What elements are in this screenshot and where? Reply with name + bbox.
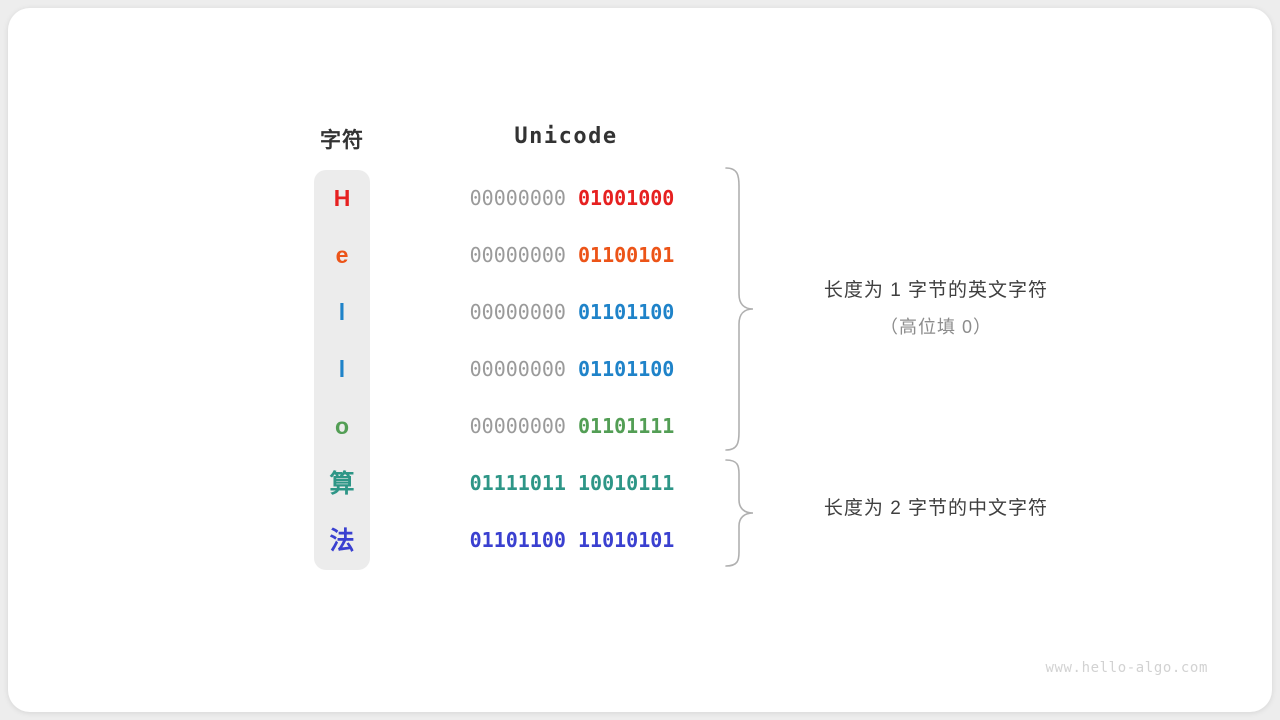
high-byte: 00000000 xyxy=(469,243,566,267)
figure-card: 字符 Unicode H 00000000 01001000 e 00000000 0… xyxy=(8,8,1272,712)
row-unicode-bits: 00000000 01001000 xyxy=(440,170,704,227)
row-character: H xyxy=(333,185,351,211)
table-row: 算 01111011 10010111 xyxy=(314,455,704,512)
table-row: 法 01101100 11010101 xyxy=(314,512,704,569)
row-character: e xyxy=(335,242,349,268)
annotation-one-byte: 长度为 1 字节的英文字符 （高位填 0） xyxy=(776,273,1096,345)
row-character: o xyxy=(334,413,350,439)
character-column-panel xyxy=(314,170,370,570)
high-byte: 00000000 xyxy=(469,186,566,210)
site-watermark: www.hello-algo.com xyxy=(1045,660,1208,676)
table-row: l 00000000 01101100 xyxy=(314,341,704,398)
table-row: l 00000000 01101100 xyxy=(314,284,704,341)
row-character: l xyxy=(338,356,346,382)
high-byte: 01111011 xyxy=(469,471,566,495)
table-row: o 00000000 01101111 xyxy=(314,398,704,455)
row-unicode-bits: 01101100 11010101 xyxy=(440,512,704,569)
column-header-character: 字符 xyxy=(320,129,364,152)
row-unicode-bits: 01111011 10010111 xyxy=(440,455,704,512)
table-row: e 00000000 01100101 xyxy=(314,227,704,284)
annotation-one-byte-main: 长度为 1 字节的英文字符 xyxy=(823,280,1049,301)
low-byte: 01100101 xyxy=(578,243,675,267)
low-byte: 01101111 xyxy=(578,414,675,438)
row-character: 算 xyxy=(329,469,355,498)
low-byte: 11010101 xyxy=(578,528,675,552)
row-unicode-bits: 00000000 01100101 xyxy=(440,227,704,284)
annotation-two-byte: 长度为 2 字节的中文字符 xyxy=(776,491,1096,527)
low-byte: 01001000 xyxy=(578,186,675,210)
high-byte: 01101100 xyxy=(469,528,566,552)
high-byte: 00000000 xyxy=(469,357,566,381)
row-unicode-bits: 00000000 01101100 xyxy=(440,341,704,398)
annotation-two-byte-main: 长度为 2 字节的中文字符 xyxy=(823,498,1049,519)
high-byte: 00000000 xyxy=(469,300,566,324)
brace-two-byte xyxy=(725,459,754,567)
low-byte: 01101100 xyxy=(578,357,675,381)
low-byte: 10010111 xyxy=(578,471,675,495)
row-unicode-bits: 00000000 01101111 xyxy=(440,398,704,455)
column-header-unicode: Unicode xyxy=(514,124,618,149)
row-character: l xyxy=(338,299,346,325)
low-byte: 01101100 xyxy=(578,300,675,324)
row-unicode-bits: 00000000 01101100 xyxy=(440,284,704,341)
row-character: 法 xyxy=(329,526,355,555)
annotation-one-byte-sub: （高位填 0） xyxy=(879,317,992,337)
brace-one-byte xyxy=(725,167,754,451)
table-row: H 00000000 01001000 xyxy=(314,170,704,227)
high-byte: 00000000 xyxy=(469,414,566,438)
